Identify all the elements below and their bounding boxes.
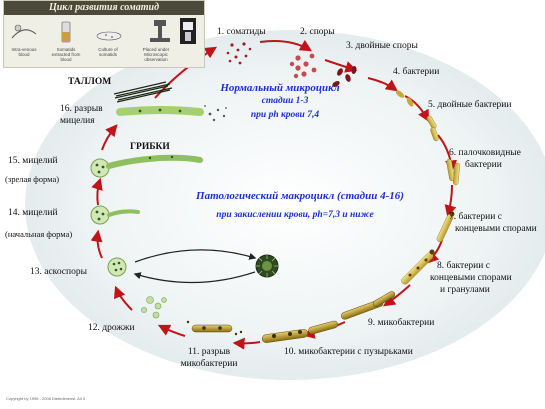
mycobacteria-illustration — [341, 291, 396, 320]
stage-14-label-line2: (начальная форма) — [5, 229, 73, 239]
double-bacteria-illustration — [426, 115, 439, 142]
pathological-cycle-condition: при закислении крови, ph=7,3 и ниже — [216, 210, 374, 220]
thallus-illustration — [113, 81, 173, 103]
ascospore-arrow — [134, 249, 257, 263]
macrocycle-arrow — [404, 95, 430, 123]
stage-8-label-line2: концевыми спорами — [430, 273, 512, 283]
normal-cycle-ph: при ph крови 7,4 — [250, 110, 320, 120]
mycobacteria-rupture-illustration — [186, 320, 243, 336]
normal-cycle-arrow — [259, 39, 313, 52]
ascus-illustration — [255, 254, 279, 278]
header-caption: Intra-venous blood — [11, 47, 37, 57]
stage-8-label-line3: и гранулами — [440, 285, 490, 295]
header-caption: Placed under Microscopic observation — [142, 47, 170, 62]
rod-bacteria-illustration — [446, 159, 460, 186]
pathological-cycle-title: Патологический макроцикл (стадии 4-16) — [196, 190, 404, 202]
stage-3-label: 3. двойные споры — [346, 41, 418, 51]
stage-14-label: 14. мицелий — [8, 208, 58, 218]
somatid-cycle-header: Цикл развития соматид Intra-venous blood… — [3, 0, 205, 68]
vesicle-mycobacteria-illustration — [261, 320, 338, 343]
stage-13-label: 13. аскоспоры — [30, 267, 87, 277]
header-title: Цикл развития соматид — [4, 1, 204, 15]
header-caption: Culture of somatids — [98, 47, 118, 57]
granule-bacteria-illustration — [401, 249, 435, 285]
stage-9-label: 9. микобактерии — [368, 318, 435, 328]
stage-15-label: 15. мицелий — [8, 156, 58, 166]
macrocycle-arrow — [101, 124, 118, 151]
stage-11-label: 11. разрыв — [187, 347, 231, 357]
thallus-label: ТАЛЛОМ — [68, 77, 112, 87]
mycelium-initial-illustration — [90, 205, 140, 225]
mycelium-rupture-illustration — [116, 105, 227, 122]
stage-12-label: 12. дрожжи — [88, 323, 135, 333]
stage-8-label: 8. бактерии с — [437, 261, 490, 271]
copyright-note: Copyright by 1996 - 2006 Dietedimensi. A… — [6, 396, 85, 401]
normal-cycle-arrow — [367, 77, 398, 92]
bacteria-illustration — [395, 90, 414, 107]
stage-1-label: 1. соматиды — [217, 27, 266, 37]
stage-7-label-line2: концевыми спорами — [455, 224, 537, 234]
double-spores-illustration — [332, 66, 357, 87]
stage-7-label: 7. бактерии с — [449, 212, 502, 222]
somatids-illustration — [226, 42, 252, 65]
macrocycle-arrow — [91, 177, 103, 206]
stage-10-label: 10. микобактерии с пузырьками — [284, 347, 413, 357]
normal-cycle-title: Нормальный микроцикл — [220, 82, 340, 94]
stage-16-label-line2: мицелия — [60, 116, 95, 126]
ascospore-arrow — [133, 271, 256, 284]
header-caption: Somatids extracted from blood — [51, 47, 81, 62]
stage-6-label: 6. палочковидные — [449, 148, 521, 158]
mycelium-mature-illustration — [90, 154, 203, 178]
macrocycle-arrow — [157, 324, 186, 337]
header-process-illustration — [11, 18, 196, 44]
stage-6-label-line2: бактерии — [465, 160, 502, 170]
macrocycle-arrow — [232, 337, 261, 350]
macrocycle-arrow — [113, 285, 133, 311]
stage-16-label: 16. разрыв — [60, 104, 103, 114]
fungi-label: ГРИБКИ — [130, 142, 170, 152]
yeast-illustration — [141, 296, 167, 319]
stage-4-label: 4. бактерии — [393, 67, 440, 77]
stage-2-label: 2. споры — [300, 27, 335, 37]
background-oval — [25, 30, 545, 380]
stage-11-label-line2: микобактерии — [180, 359, 238, 369]
spores-illustration — [289, 53, 317, 79]
macrocycle-arrow — [383, 284, 411, 307]
end-spore-bacteria-illustration — [436, 211, 455, 243]
macrocycle-arrow — [90, 229, 103, 259]
ascospores-illustration — [107, 257, 127, 277]
macrocycle-arrow — [444, 184, 457, 218]
stage-5-label: 5. двойные бактерии — [428, 100, 512, 110]
normal-cycle-stages: стадии 1-3 — [261, 96, 309, 106]
stage-15-label-line2: (зрелая форма) — [5, 174, 60, 184]
